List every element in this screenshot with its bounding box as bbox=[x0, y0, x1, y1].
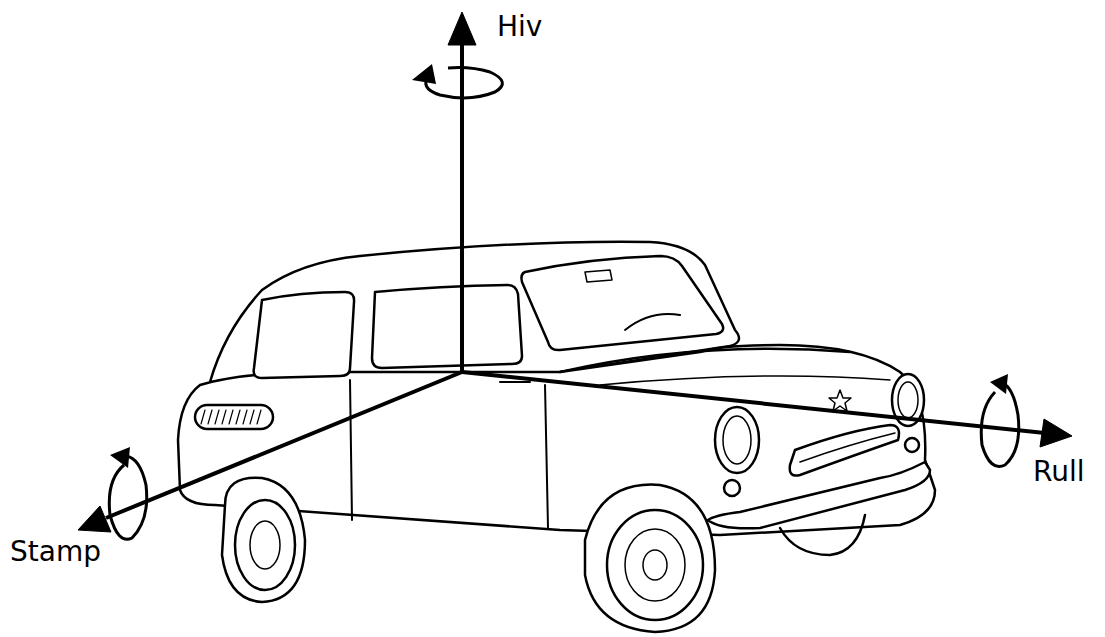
rotation-arrow bbox=[109, 456, 146, 539]
vertical-axis bbox=[460, 40, 464, 372]
rotation-arrow bbox=[981, 382, 1019, 466]
axis-label: Rull bbox=[1033, 455, 1085, 489]
rotation-arrows bbox=[109, 64, 1018, 539]
axis-label: Stamp bbox=[10, 535, 101, 569]
lateral-axis bbox=[106, 372, 462, 518]
car-drawing bbox=[178, 242, 935, 632]
longitudinal-axis bbox=[462, 372, 1045, 433]
axis-arrowhead bbox=[78, 506, 111, 532]
axes bbox=[78, 12, 1072, 532]
axis-arrowhead bbox=[448, 12, 476, 45]
rotation-arrow bbox=[426, 68, 503, 98]
axis-label: Hiv bbox=[497, 10, 542, 44]
axis-arrowhead bbox=[1040, 419, 1072, 447]
